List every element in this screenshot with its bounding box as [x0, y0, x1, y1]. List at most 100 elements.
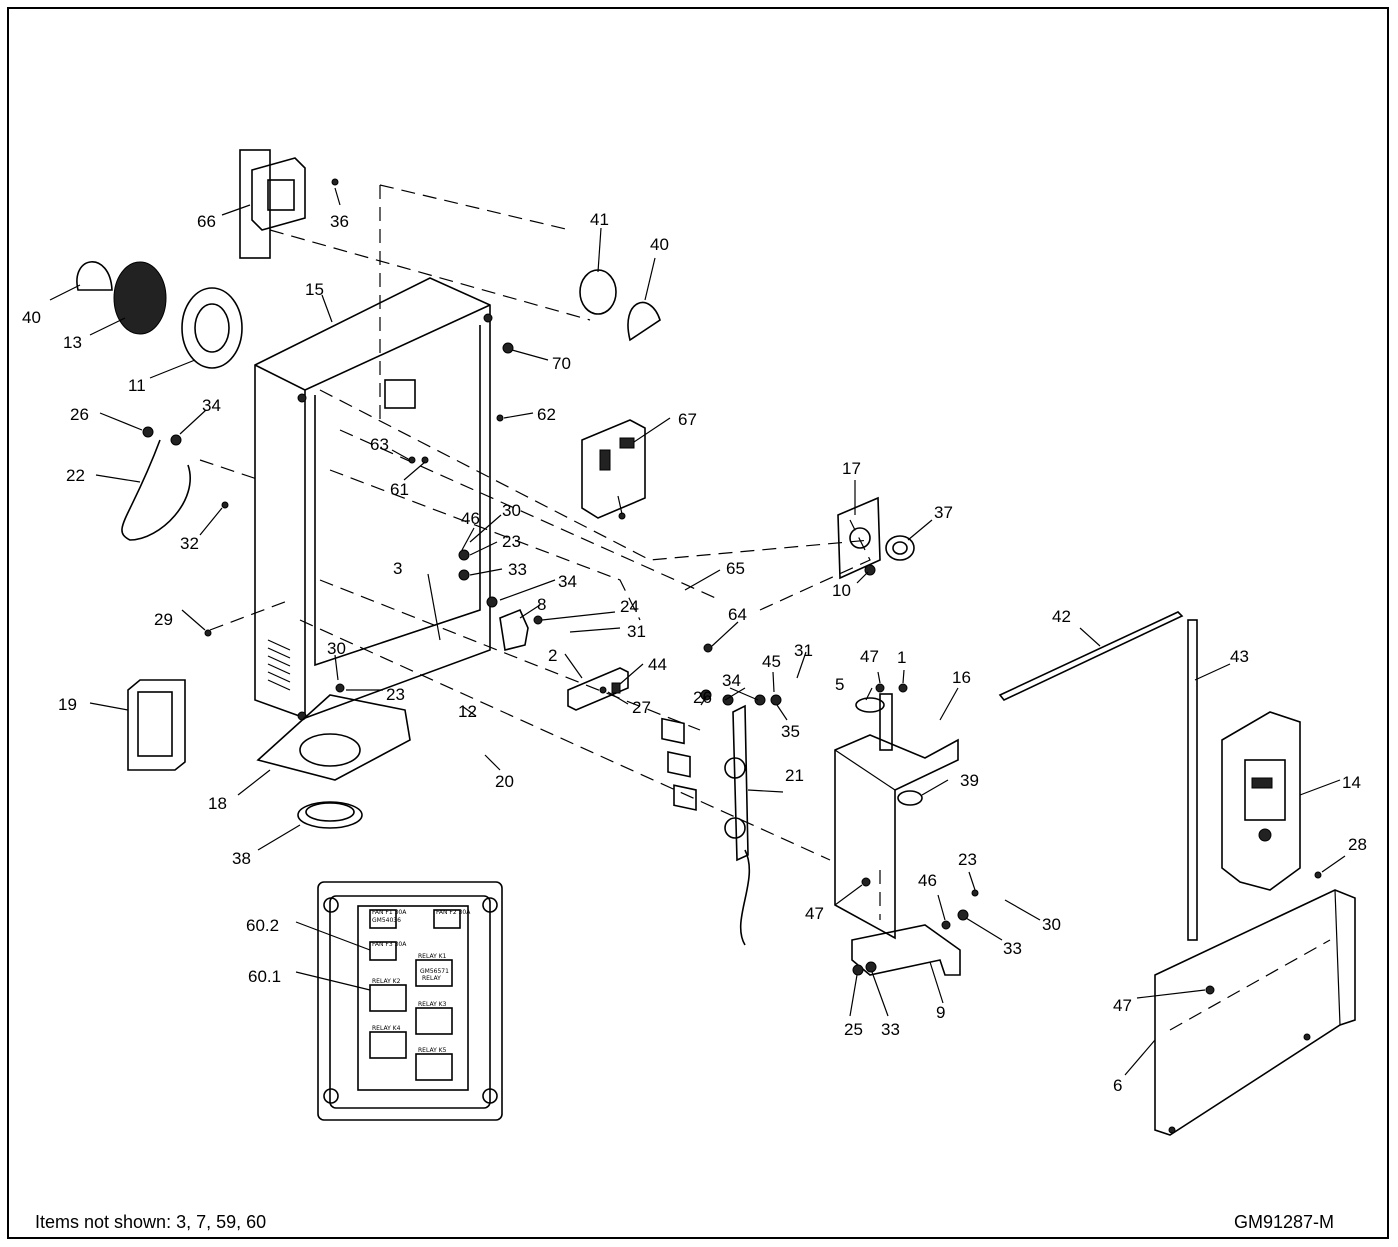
relay-fuse-panel: FAN F1 30A FAN F2 30A FAN F3 30A GM54036…	[317, 881, 503, 1121]
callout-26: 26	[693, 688, 712, 707]
callout-33: 33	[508, 560, 527, 579]
callout-8: 8	[537, 595, 546, 614]
callout-36: 36	[330, 212, 349, 231]
enclosure-body	[254, 277, 493, 721]
callout-9: 9	[936, 1003, 945, 1022]
relay-k3-label: RELAY K3	[418, 1001, 447, 1008]
hardware-fasteners	[142, 178, 1322, 995]
controller-display	[1221, 711, 1301, 891]
callout-23: 23	[502, 532, 521, 551]
callout-10: 10	[832, 581, 851, 600]
callout-47: 47	[805, 904, 824, 923]
callout-5: 5	[835, 675, 844, 694]
callout-11: 11	[128, 376, 146, 395]
mount-bracket	[499, 608, 529, 651]
vent-louvers	[267, 639, 291, 691]
callout-13: 13	[63, 333, 82, 352]
terminal-post	[724, 704, 751, 946]
fuse-f1-label: FAN F1 30A	[372, 909, 407, 916]
callout-60-2: 60.2	[246, 916, 279, 935]
relay-k1-label: RELAY K1	[418, 953, 447, 960]
callout-41: 41	[590, 210, 609, 229]
callout-34: 34	[722, 671, 741, 690]
callout-40: 40	[650, 235, 669, 254]
grommet	[297, 801, 363, 829]
callout-46: 46	[461, 509, 480, 528]
callout-47: 47	[860, 647, 879, 666]
callout-45: 45	[762, 652, 781, 671]
fuse-f2-label: FAN F2 30A	[436, 909, 471, 916]
relay-code-label: GM56571	[420, 968, 449, 975]
callout-29: 29	[154, 610, 173, 629]
callout-15: 15	[305, 280, 324, 299]
fuse-code-label: GM54036	[372, 917, 401, 924]
callout-30: 30	[502, 501, 521, 520]
callout-19: 19	[58, 695, 77, 714]
callout-43: 43	[1230, 647, 1249, 666]
callout-23: 23	[958, 850, 977, 869]
terminal-block	[567, 667, 629, 711]
callout-21: 21	[785, 766, 804, 785]
seal-strip-horizontal	[998, 611, 1184, 701]
callout-61: 61	[390, 480, 409, 499]
callout-3: 3	[393, 559, 402, 578]
callout-24: 24	[620, 597, 639, 616]
callout-65: 65	[726, 559, 745, 578]
callout-62: 62	[537, 405, 556, 424]
fuse-f3-label: FAN F3 30A	[372, 941, 407, 948]
callout-27: 27	[632, 698, 651, 717]
drawing-number: GM91287-M	[1234, 1212, 1335, 1232]
callout-39: 39	[960, 771, 979, 790]
callout-33: 33	[1003, 939, 1022, 958]
callout-34: 34	[558, 572, 577, 591]
callout-23: 23	[386, 685, 405, 704]
drawing-frame	[7, 7, 1389, 1239]
callout-30: 30	[1042, 915, 1061, 934]
callout-66: 66	[197, 212, 216, 231]
callout-26: 26	[70, 405, 89, 424]
callout-38: 38	[232, 849, 251, 868]
coil-assembly	[76, 261, 661, 369]
leader-lines	[49, 187, 1346, 1076]
callout-42: 42	[1052, 607, 1071, 626]
relay-word-label: RELAY	[422, 975, 441, 982]
controller-board	[581, 419, 646, 519]
callout-16: 16	[952, 668, 971, 687]
relay-k2-label: RELAY K2	[372, 978, 401, 985]
callout-17: 17	[842, 459, 861, 478]
callout-35: 35	[781, 722, 800, 741]
callout-44: 44	[648, 655, 667, 674]
callout-30: 30	[327, 639, 346, 658]
callout-60-1: 60.1	[248, 967, 281, 986]
callout-1: 1	[897, 648, 906, 667]
callout-67: 67	[678, 410, 697, 429]
seal-strip-vertical	[1187, 619, 1198, 941]
callout-22: 22	[66, 466, 85, 485]
relay-k5-label: RELAY K5	[418, 1047, 447, 1054]
callout-31: 31	[794, 641, 813, 660]
callout-64: 64	[728, 605, 747, 624]
callout-32: 32	[180, 534, 199, 553]
callout-47: 47	[1113, 996, 1132, 1015]
base-plate	[256, 694, 411, 781]
ignition-module	[239, 149, 306, 259]
bracket-box	[834, 693, 959, 940]
callout-40: 40	[22, 308, 41, 327]
assembly-lines	[199, 184, 1331, 1031]
callout-20: 20	[495, 772, 514, 791]
access-door	[1154, 889, 1356, 1136]
callout-25: 25	[844, 1020, 863, 1039]
callout-33: 33	[881, 1020, 900, 1039]
items-not-shown-note: Items not shown: 3, 7, 59, 60	[35, 1212, 267, 1232]
callout-2: 2	[548, 646, 557, 665]
relay-group	[661, 717, 697, 811]
callout-37: 37	[934, 503, 953, 522]
callout-31: 31	[627, 622, 646, 641]
callout-18: 18	[208, 794, 227, 813]
callout-14: 14	[1342, 773, 1361, 792]
callout-63: 63	[370, 435, 389, 454]
callout-46: 46	[918, 871, 937, 890]
callout-28: 28	[1348, 835, 1367, 854]
